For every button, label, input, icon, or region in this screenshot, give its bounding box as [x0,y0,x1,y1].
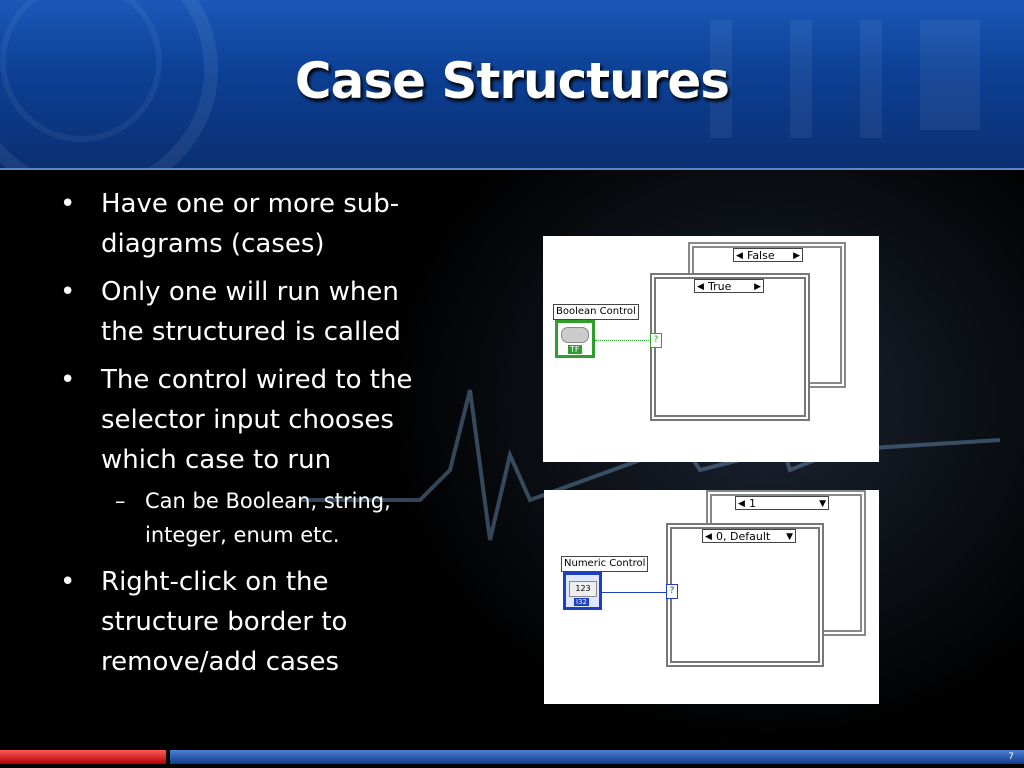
bullet-line: integer, enum etc. [145,523,340,547]
terminal-type-label: TF [568,345,582,354]
dropdown-arrow-icon[interactable]: ▼ [819,499,826,509]
decrement-arrow-icon[interactable]: ◀ [738,499,745,509]
bullet-line: The control wired to the [101,365,413,395]
bullet-list: • Have one or more sub- diagrams (cases)… [60,184,480,690]
bullet-item: • Only one will run when the structured … [60,272,480,352]
slide-header [0,0,1024,170]
sub-bullet-item: – Can be Boolean, string, integer, enum … [60,484,480,552]
numeric-control-terminal[interactable]: 123 I32 [563,572,602,610]
case-selector-1[interactable]: ◀ 1 ▼ [735,496,829,510]
bullet-line: Only one will run when [101,277,399,307]
logo-watermark-bar [710,20,732,138]
numeric-display: 123 [569,581,597,597]
boolean-control-terminal[interactable]: TF [555,320,595,358]
decrement-arrow-icon[interactable]: ◀ [736,251,743,261]
footer-accent-bar [0,750,166,764]
case-selector-terminal[interactable]: ? [650,333,662,348]
case-frame-front: ◀ True ▶ [650,273,810,421]
case-selector-false[interactable]: ◀ False ▶ [733,248,803,262]
case-selector-0-default[interactable]: ◀ 0, Default ▼ [702,529,796,543]
slide-title: Case Structures [294,52,730,110]
bullet-line: Right-click on the [101,567,329,597]
sub-bullet-symbol: – [115,489,126,513]
numeric-case-diagram: ◀ 1 ▼ ◀ 0, Default ▼ Numeric Control 123… [544,490,879,704]
bullet-line: selector input chooses [101,405,394,435]
numeric-control-label: Numeric Control [561,556,649,572]
case-selector-label: False [747,249,775,262]
bullet-line: structure border to [101,607,348,637]
case-selector-label: 0, Default [716,530,771,543]
boolean-wire [595,340,651,341]
page-number: 7 [1008,752,1014,762]
increment-arrow-icon[interactable]: ▶ [793,251,800,261]
bullet-symbol: • [60,365,76,395]
logo-watermark-bar [790,20,812,138]
logo-watermark-bar [860,20,882,138]
bullet-line: diagrams (cases) [101,229,325,259]
boolean-control-label: Boolean Control [553,304,639,320]
bullet-item: • Have one or more sub- diagrams (cases) [60,184,480,264]
logo-watermark-bar [920,20,980,130]
terminal-type-label: I32 [574,598,589,606]
bullet-item: • Right-click on the structure border to… [60,562,480,682]
numeric-wire [602,592,666,593]
bullet-line: the structured is called [101,317,401,347]
case-selector-terminal[interactable]: ? [666,584,678,599]
footer-bar [170,750,1024,764]
boolean-case-diagram: ◀ False ▶ ◀ True ▶ Boolean Control TF ? [543,236,879,462]
university-seal-watermark-inner [0,0,162,142]
case-selector-label: True [708,280,732,293]
bullet-line: which case to run [101,445,332,475]
bullet-line: Can be Boolean, string, [145,489,391,513]
dropdown-arrow-icon[interactable]: ▼ [786,532,793,542]
bullet-symbol: • [60,189,76,219]
decrement-arrow-icon[interactable]: ◀ [705,532,712,542]
bullet-line: remove/add cases [101,647,340,677]
bullet-line: Have one or more sub- [101,189,400,219]
decrement-arrow-icon[interactable]: ◀ [697,282,704,292]
increment-arrow-icon[interactable]: ▶ [754,282,761,292]
led-icon [561,327,589,343]
bullet-symbol: • [60,277,76,307]
bullet-symbol: • [60,567,76,597]
case-frame-front: ◀ 0, Default ▼ [666,523,824,667]
case-selector-true[interactable]: ◀ True ▶ [694,279,764,293]
case-selector-label: 1 [749,497,756,510]
bullet-item: • The control wired to the selector inpu… [60,360,480,480]
